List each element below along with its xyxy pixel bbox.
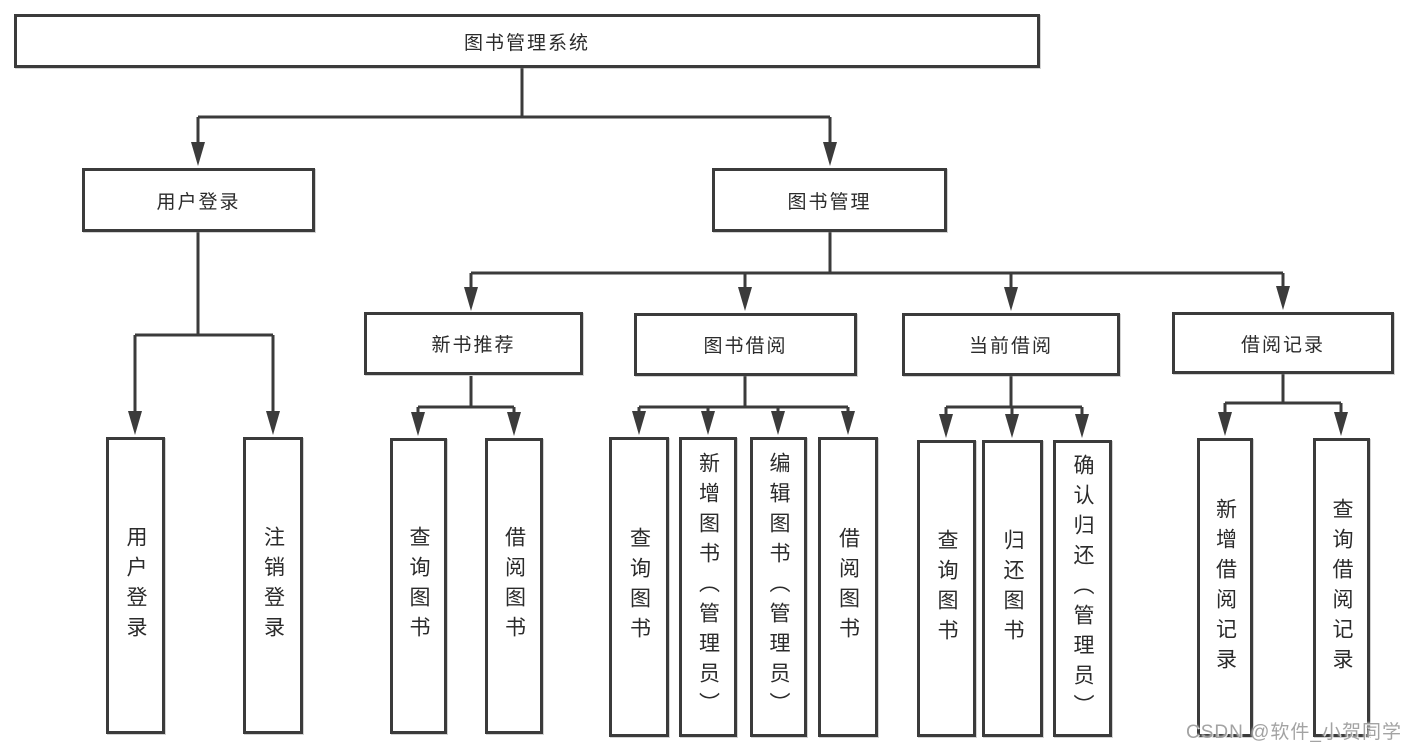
node-system-root-label: 图书管理系统	[463, 32, 590, 54]
node-leaf-borrow-books-2: 借阅图书	[818, 437, 878, 737]
arrowheads	[128, 142, 1348, 438]
node-book-borrow: 图书借阅	[634, 313, 857, 376]
edge-book-mgmt-children	[469, 232, 1285, 289]
node-leaf-return-book-label: 归还图书	[1001, 528, 1024, 649]
node-user-login: 用户登录	[82, 168, 315, 232]
node-leaf-logout-label: 注销登录	[261, 525, 285, 646]
node-user-login-label: 用户登录	[156, 191, 241, 213]
edge-root-to-level2	[196, 68, 832, 144]
edge-current-borrow-children	[944, 376, 1084, 416]
node-leaf-query-books-borrow: 查询图书	[609, 437, 669, 737]
node-current-borrow-label: 当前借阅	[968, 336, 1053, 357]
node-leaf-add-borrow-record-label: 新增借阅记录	[1213, 497, 1237, 678]
node-leaf-add-book-admin: 新增图书（管理员）	[679, 437, 737, 737]
edge-book-borrow-children	[637, 376, 850, 413]
node-leaf-user-login-label: 用户登录	[124, 525, 147, 646]
node-book-management: 图书管理	[712, 168, 947, 232]
node-leaf-edit-book-admin-label: 编辑图书（管理员）	[767, 452, 790, 722]
edge-new-book-rec-children	[416, 376, 516, 414]
node-leaf-confirm-return-admin: 确认归还（管理员）	[1053, 440, 1112, 737]
watermark: CSDN @软件_小贺同学	[1186, 722, 1402, 743]
node-leaf-query-books-current: 查询图书	[917, 440, 976, 737]
node-leaf-borrow-books-2-label: 借阅图书	[836, 527, 860, 647]
node-leaf-query-books-borrow-label: 查询图书	[627, 527, 651, 647]
node-new-book-recommend: 新书推荐	[364, 312, 583, 375]
node-leaf-logout: 注销登录	[243, 437, 303, 734]
node-current-borrow: 当前借阅	[902, 313, 1120, 376]
node-leaf-query-borrow-record: 查询借阅记录	[1313, 438, 1370, 737]
node-leaf-add-book-admin-label: 新增图书（管理员）	[696, 452, 720, 722]
node-leaf-add-borrow-record: 新增借阅记录	[1197, 438, 1253, 737]
node-leaf-borrow-books-recommend-label: 借阅图书	[502, 526, 526, 646]
node-leaf-query-books-current-label: 查询图书	[935, 528, 958, 649]
edge-borrow-record-children	[1223, 374, 1343, 414]
node-leaf-edit-book-admin: 编辑图书（管理员）	[750, 437, 807, 737]
node-leaf-borrow-books-recommend: 借阅图书	[485, 438, 543, 734]
node-book-borrow-label: 图书借阅	[703, 336, 788, 357]
node-leaf-confirm-return-admin-label: 确认归还（管理员）	[1071, 453, 1094, 724]
node-leaf-query-borrow-record-label: 查询借阅记录	[1330, 497, 1353, 678]
node-leaf-return-book: 归还图书	[982, 440, 1043, 737]
node-borrow-records: 借阅记录	[1172, 312, 1394, 374]
node-leaf-query-books-recommend-label: 查询图书	[407, 526, 430, 646]
node-borrow-records-label: 借阅记录	[1240, 334, 1325, 356]
node-leaf-query-books-recommend: 查询图书	[390, 438, 447, 734]
node-system-root: 图书管理系统	[14, 14, 1040, 68]
node-new-book-recommend-label: 新书推荐	[431, 335, 516, 356]
node-leaf-user-login: 用户登录	[106, 437, 165, 734]
edge-user-login-children	[133, 232, 275, 413]
node-book-management-label: 图书管理	[787, 191, 872, 213]
